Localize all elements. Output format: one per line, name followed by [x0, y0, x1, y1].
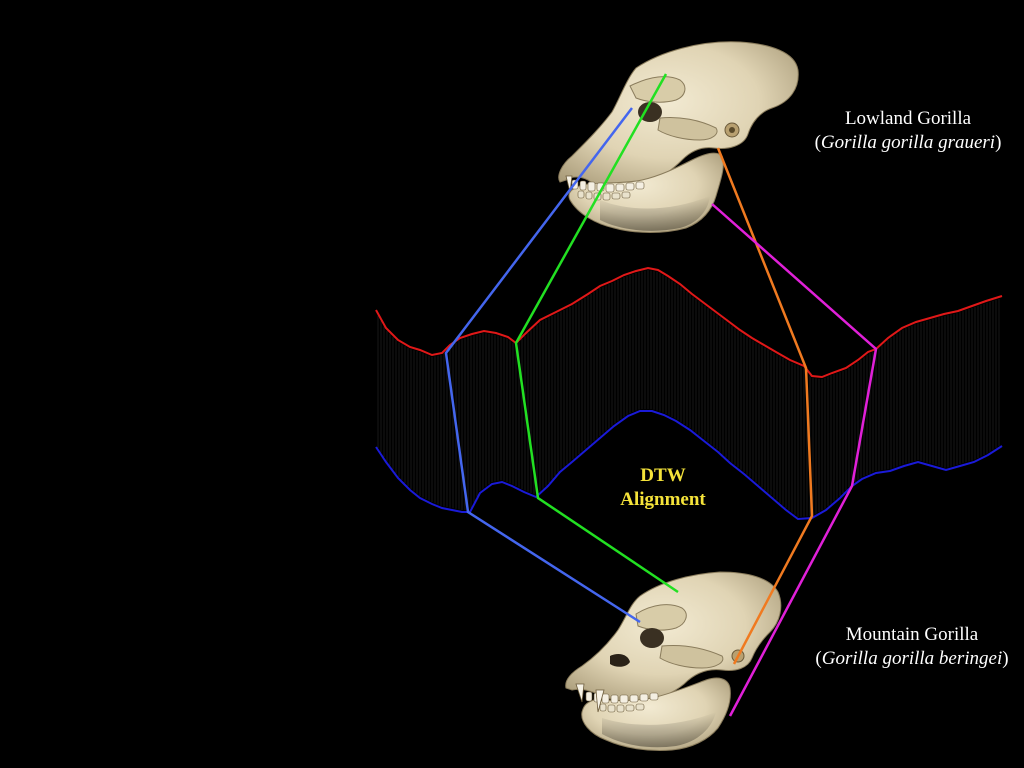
magenta-landmark-connector [711, 203, 878, 717]
mountain-scientific-name: (Gorilla gorilla beringei) [815, 648, 1009, 669]
lowland-scientific-name: (Gorilla gorilla graueri) [814, 132, 1002, 153]
green-landmark-connector [514, 73, 679, 594]
blue-landmark-connector [444, 107, 641, 624]
gorilla-skull-icon [565, 571, 782, 751]
mountain-profile-curve [375, 410, 1003, 521]
mountain-common-name: Mountain Gorilla [845, 624, 979, 645]
alignment-warp-lines [377, 270, 1000, 517]
lowland-profile-curve [375, 266, 1003, 379]
dtw-alignment-label: DTW Alignment [620, 465, 706, 510]
lowland-common-name: Lowland Gorilla [844, 108, 972, 129]
lowland-gorilla-caption: Lowland Gorilla (Gorilla gorilla graueri… [798, 107, 1018, 155]
gorilla-skull-icon [558, 41, 799, 233]
mountain-gorilla-caption: Mountain Gorilla (Gorilla gorilla bering… [802, 623, 1022, 671]
orange-landmark-connector [716, 147, 814, 665]
